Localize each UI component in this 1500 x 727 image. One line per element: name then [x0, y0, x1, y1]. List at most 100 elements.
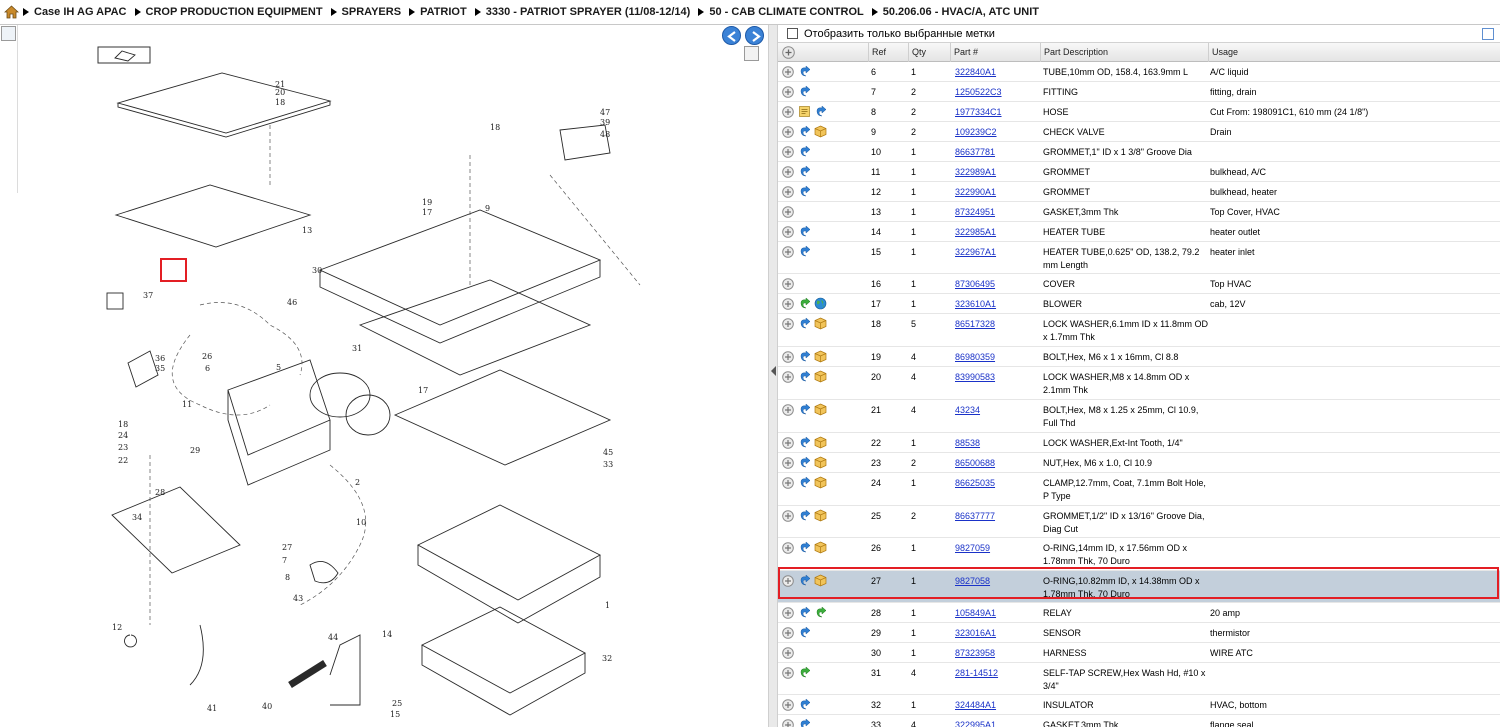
breadcrumb-item[interactable]: 50 - CAB CLIMATE CONTROL — [698, 6, 864, 18]
add-to-cart-icon[interactable] — [782, 719, 794, 727]
breadcrumb-item[interactable]: SPRAYERS — [330, 6, 401, 18]
package-icon[interactable] — [814, 350, 827, 363]
home-icon[interactable] — [4, 5, 19, 19]
part-number-link[interactable]: 109239C2 — [955, 127, 997, 137]
add-to-cart-icon[interactable] — [782, 575, 794, 587]
return-arrow-icon[interactable] — [798, 85, 811, 98]
add-to-cart-icon[interactable] — [782, 457, 794, 469]
add-to-cart-icon[interactable] — [782, 627, 794, 639]
breadcrumb-item[interactable]: CROP PRODUCTION EQUIPMENT — [134, 6, 323, 18]
add-to-cart-icon[interactable] — [782, 351, 794, 363]
add-to-cart-icon[interactable] — [782, 246, 794, 258]
add-to-cart-icon[interactable] — [782, 186, 794, 198]
column-part-number[interactable]: Part # — [950, 43, 1040, 62]
part-number-link[interactable]: 322840A1 — [955, 67, 997, 77]
package-icon[interactable] — [814, 436, 827, 449]
add-to-cart-icon[interactable] — [782, 542, 794, 554]
part-number-link[interactable]: 1250522C3 — [955, 87, 1002, 97]
add-to-cart-icon[interactable] — [782, 166, 794, 178]
return-arrow-icon[interactable] — [798, 245, 811, 258]
return-arrow-icon[interactable] — [798, 718, 811, 727]
previous-page-button[interactable] — [722, 26, 741, 45]
note-icon[interactable] — [798, 105, 811, 118]
part-number-link[interactable]: 322990A1 — [955, 187, 997, 197]
part-number-link[interactable]: 43234 — [955, 405, 981, 415]
show-selected-only-checkbox[interactable] — [787, 28, 798, 39]
next-page-button[interactable] — [745, 26, 764, 45]
part-number-link[interactable]: 322985A1 — [955, 227, 997, 237]
breadcrumb-item[interactable]: 3330 - PATRIOT SPRAYER (11/08-12/14) — [474, 6, 690, 18]
part-number-link[interactable]: 87324951 — [955, 207, 996, 217]
breadcrumb-item[interactable]: 50.206.06 - HVAC/A, ATC UNIT — [871, 6, 1039, 18]
part-number-link[interactable]: 322989A1 — [955, 167, 997, 177]
return-arrow-icon[interactable] — [798, 65, 811, 78]
part-number-link[interactable]: 86500688 — [955, 458, 996, 468]
breadcrumb-item[interactable]: Case IH AG APAC — [23, 6, 127, 18]
part-number-link[interactable]: 323610A1 — [955, 299, 997, 309]
return-arrow-icon[interactable] — [798, 606, 811, 619]
return-arrow-icon[interactable] — [798, 698, 811, 711]
part-number-link[interactable]: 86637781 — [955, 147, 996, 157]
return-arrow-icon[interactable] — [798, 165, 811, 178]
add-to-cart-icon[interactable] — [782, 371, 794, 383]
add-to-cart-icon[interactable] — [782, 226, 794, 238]
part-number-link[interactable]: 9827059 — [955, 543, 991, 553]
part-number-link[interactable]: 324484A1 — [955, 700, 997, 710]
add-to-cart-icon[interactable] — [782, 647, 794, 659]
collapse-arrow-icon[interactable] — [771, 366, 776, 376]
package-icon[interactable] — [814, 476, 827, 489]
return-arrow-icon[interactable] — [798, 436, 811, 449]
add-to-cart-icon[interactable] — [782, 437, 794, 449]
return-arrow-icon[interactable] — [798, 456, 811, 469]
package-icon[interactable] — [814, 574, 827, 587]
add-to-cart-icon[interactable] — [782, 106, 794, 118]
package-icon[interactable] — [814, 370, 827, 383]
package-icon[interactable] — [814, 541, 827, 554]
part-number-link[interactable]: 86625035 — [955, 478, 996, 488]
part-number-link[interactable]: 87306495 — [955, 279, 996, 289]
part-number-link[interactable]: 83990583 — [955, 372, 996, 382]
pane-splitter[interactable] — [768, 25, 778, 727]
return-arrow-icon[interactable] — [798, 509, 811, 522]
part-number-link[interactable]: 322967A1 — [955, 247, 997, 257]
add-to-cart-icon[interactable] — [782, 477, 794, 489]
package-icon[interactable] — [814, 403, 827, 416]
return-arrow-icon[interactable] — [814, 105, 827, 118]
add-to-cart-icon[interactable] — [782, 607, 794, 619]
add-to-cart-icon[interactable] — [782, 298, 794, 310]
add-to-cart-icon[interactable] — [782, 699, 794, 711]
add-to-cart-icon[interactable] — [782, 278, 794, 290]
globe-icon[interactable] — [814, 297, 827, 310]
expand-panel-button[interactable] — [1, 26, 16, 41]
return-arrow-icon[interactable] — [798, 350, 811, 363]
replacement-arrow-icon[interactable] — [798, 666, 811, 679]
return-arrow-icon[interactable] — [798, 145, 811, 158]
add-to-cart-icon[interactable] — [782, 66, 794, 78]
part-number-link[interactable]: 88538 — [955, 438, 981, 448]
part-number-link[interactable]: 87323958 — [955, 648, 996, 658]
column-usage[interactable]: Usage — [1208, 43, 1500, 62]
add-to-cart-icon[interactable] — [782, 126, 794, 138]
return-arrow-icon[interactable] — [798, 403, 811, 416]
return-arrow-icon[interactable] — [798, 574, 811, 587]
add-to-cart-icon[interactable] — [782, 318, 794, 330]
